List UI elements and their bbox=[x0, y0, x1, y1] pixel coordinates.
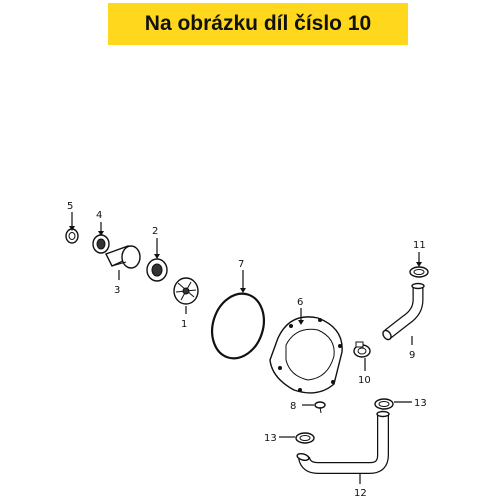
callout-3: 3 bbox=[114, 285, 120, 296]
leader-arrow-7 bbox=[240, 288, 246, 293]
callout-11: 11 bbox=[413, 240, 426, 251]
leader-arrow-4 bbox=[98, 231, 104, 236]
part-13-hose-clamp-lower[interactable] bbox=[295, 432, 315, 444]
callout-10: 10 bbox=[358, 375, 371, 386]
callout-1: 1 bbox=[181, 319, 187, 330]
part-8-bolt[interactable] bbox=[314, 401, 326, 414]
part-7-o-ring[interactable] bbox=[204, 287, 272, 365]
part-13-hose-clamp-upper[interactable] bbox=[374, 398, 394, 410]
leader-arrow-6 bbox=[298, 320, 304, 325]
part-11-hose-clamp[interactable] bbox=[409, 266, 429, 278]
callout-13b: 13 bbox=[264, 433, 277, 444]
leader-arrow-2 bbox=[154, 254, 160, 259]
callout-6: 6 bbox=[297, 297, 303, 308]
callout-4: 4 bbox=[96, 210, 102, 221]
callout-9: 9 bbox=[409, 350, 415, 361]
part-6-pump-cover[interactable] bbox=[269, 316, 343, 394]
page-title: Na obrázku díl číslo 10 bbox=[144, 12, 372, 35]
callout-7: 7 bbox=[238, 259, 244, 270]
part-2-bearing[interactable] bbox=[146, 258, 168, 282]
callout-8: 8 bbox=[290, 401, 296, 412]
callout-13a: 13 bbox=[414, 398, 427, 409]
part-9-upper-hose[interactable] bbox=[381, 282, 425, 342]
part-3-shaft[interactable] bbox=[105, 245, 141, 269]
part-1-impeller[interactable] bbox=[173, 277, 199, 305]
callout-5: 5 bbox=[67, 201, 73, 212]
leader-arrow-11 bbox=[416, 262, 422, 267]
title-banner: Na obrázku díl číslo 10 bbox=[108, 3, 408, 45]
callout-2: 2 bbox=[152, 226, 158, 237]
part-5-seal[interactable] bbox=[65, 228, 79, 244]
part-10-hose-clamp[interactable] bbox=[353, 341, 371, 358]
leader-arrow-5 bbox=[69, 226, 75, 231]
part-12-lower-hose[interactable] bbox=[296, 410, 390, 474]
part-4-bearing[interactable] bbox=[92, 234, 110, 254]
callout-12: 12 bbox=[354, 488, 367, 499]
